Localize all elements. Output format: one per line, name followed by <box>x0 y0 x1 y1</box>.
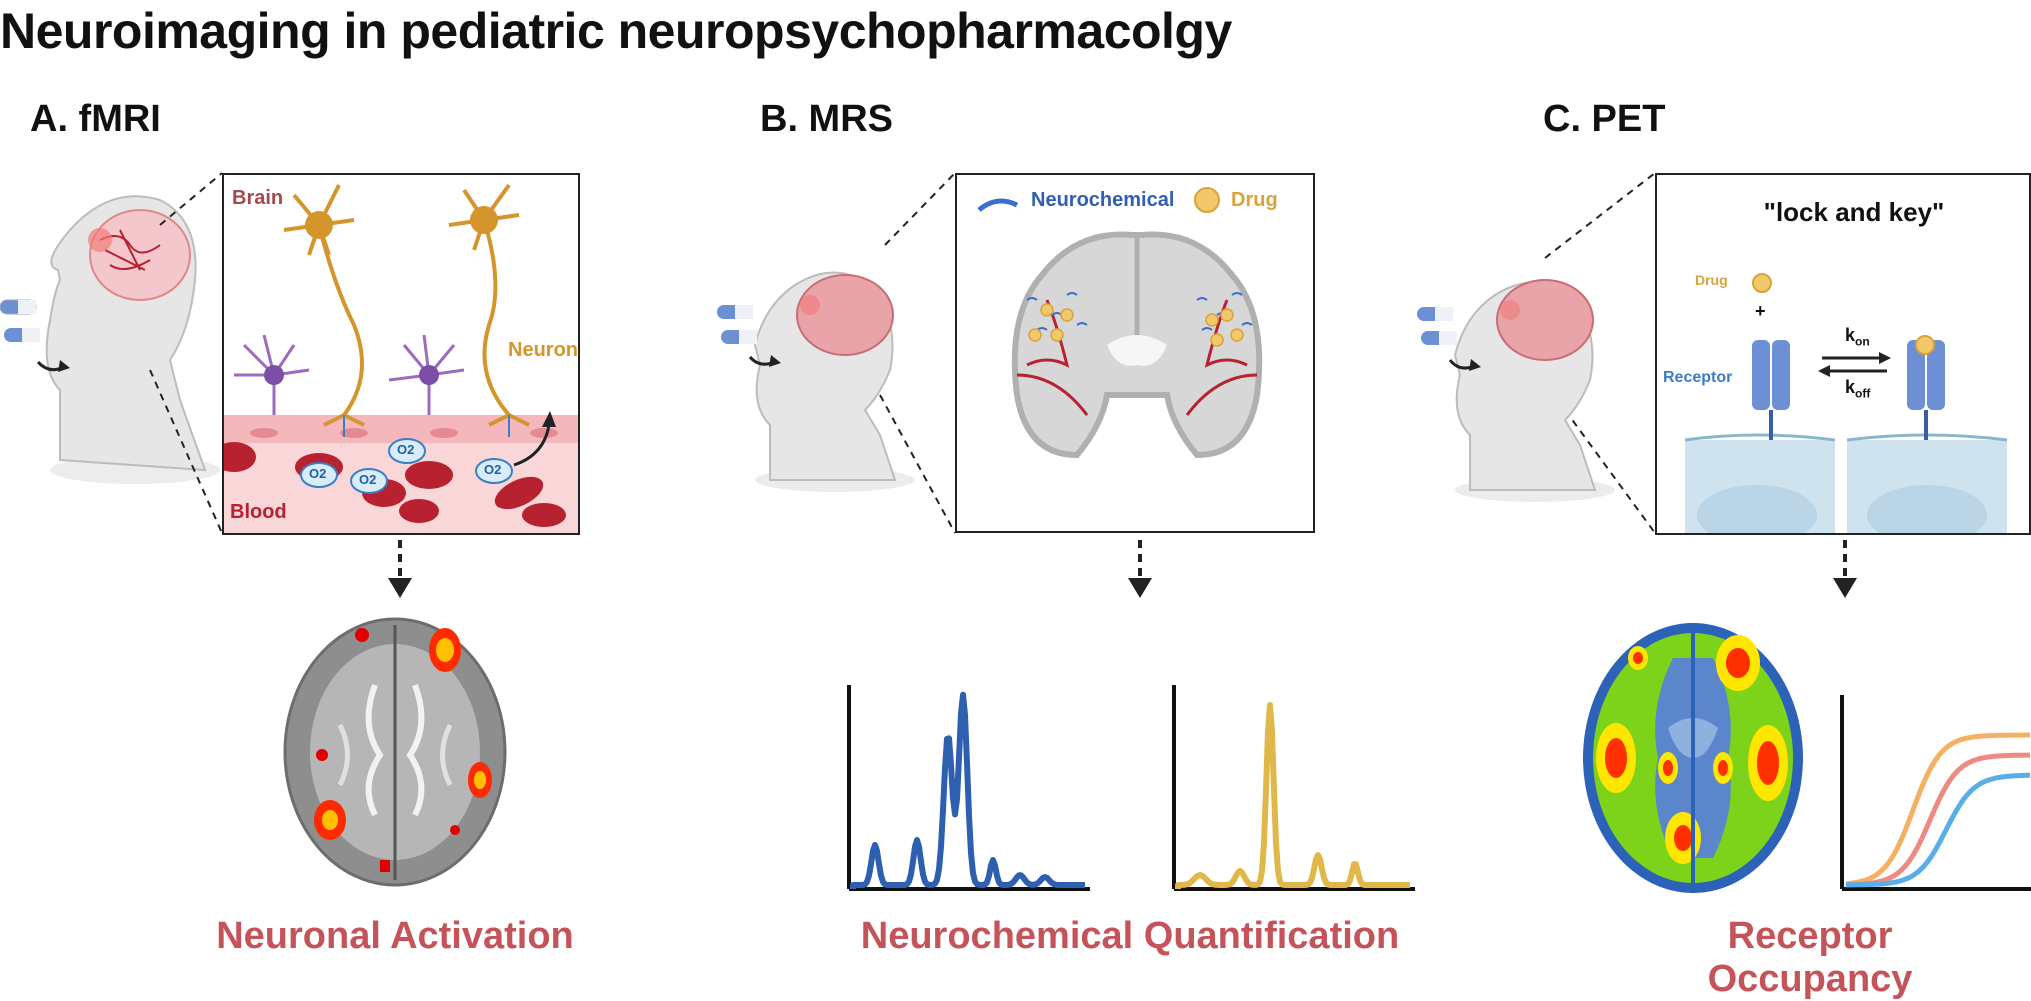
k-off-label: koff <box>1845 377 1871 401</box>
caption-neurochemical-quantification: Neurochemical Quantification <box>860 915 1400 957</box>
down-arrow-a <box>388 540 412 598</box>
neurovascular-illustration <box>224 183 578 533</box>
lock-and-key-heading: "lock and key" <box>1763 197 1945 227</box>
fmri-zoom-box: Brain Neuron Blood O2 O2 O2 O2 <box>222 173 580 535</box>
down-arrow-c <box>1833 540 1857 598</box>
head-a-illustration <box>0 195 220 484</box>
spectrum-neurochemical <box>847 685 1090 891</box>
legend-drug: Drug <box>1231 189 1278 211</box>
down-arrow-b <box>1128 540 1152 598</box>
o2-molecule <box>350 468 388 494</box>
spectrum-drug <box>1172 685 1415 891</box>
panel-b-label: B. MRS <box>760 98 893 140</box>
o2-label: O2 <box>309 466 327 481</box>
occupancy-curve <box>1846 772 2030 888</box>
panel-a-label: A. fMRI <box>30 98 161 140</box>
legend-neurochemical: Neurochemical <box>1031 189 1175 211</box>
figure-title: Neuroimaging in pediatric neuropsychopha… <box>0 3 1232 59</box>
fmri-brain-map <box>283 617 507 887</box>
head-b-illustration <box>717 271 915 492</box>
caption-neuronal-activation: Neuronal Activation <box>216 915 574 957</box>
caption-receptor-occupancy: Receptor Occupancy <box>1707 915 1913 1000</box>
k-on-label: kon <box>1845 325 1870 349</box>
panel-c-label: C. PET <box>1543 98 1666 140</box>
occupancy-curve <box>1845 732 2030 887</box>
lock-and-key-illustration <box>1684 273 2008 533</box>
pet-zoom-box: "lock and key" Drug + Receptor kon koff <box>1655 173 2031 535</box>
o2-molecule <box>475 458 513 484</box>
o2-label: O2 <box>397 442 415 457</box>
spectrum-trace <box>1175 702 1411 889</box>
spectrum-trace <box>850 691 1086 889</box>
o2-molecule <box>388 438 426 464</box>
drug-label: Drug <box>1695 272 1728 288</box>
neuron-label: Neuron <box>508 339 578 361</box>
o2-label: O2 <box>484 462 502 477</box>
o2-molecule <box>300 462 338 488</box>
head-c-illustration <box>1417 279 1615 502</box>
mrs-zoom-box: Neurochemical Drug <box>955 173 1315 533</box>
brain-label: Brain <box>232 187 284 209</box>
o2-label: O2 <box>359 472 377 487</box>
blood-label: Blood <box>230 501 287 523</box>
coronal-brain-illustration <box>977 187 1263 459</box>
receptor-label: Receptor <box>1663 369 1733 386</box>
plus-sign: + <box>1755 301 1766 321</box>
occupancy-curves <box>1840 695 2031 891</box>
zoom-lines-a <box>149 172 1656 534</box>
pet-brain-map <box>1583 623 1803 893</box>
